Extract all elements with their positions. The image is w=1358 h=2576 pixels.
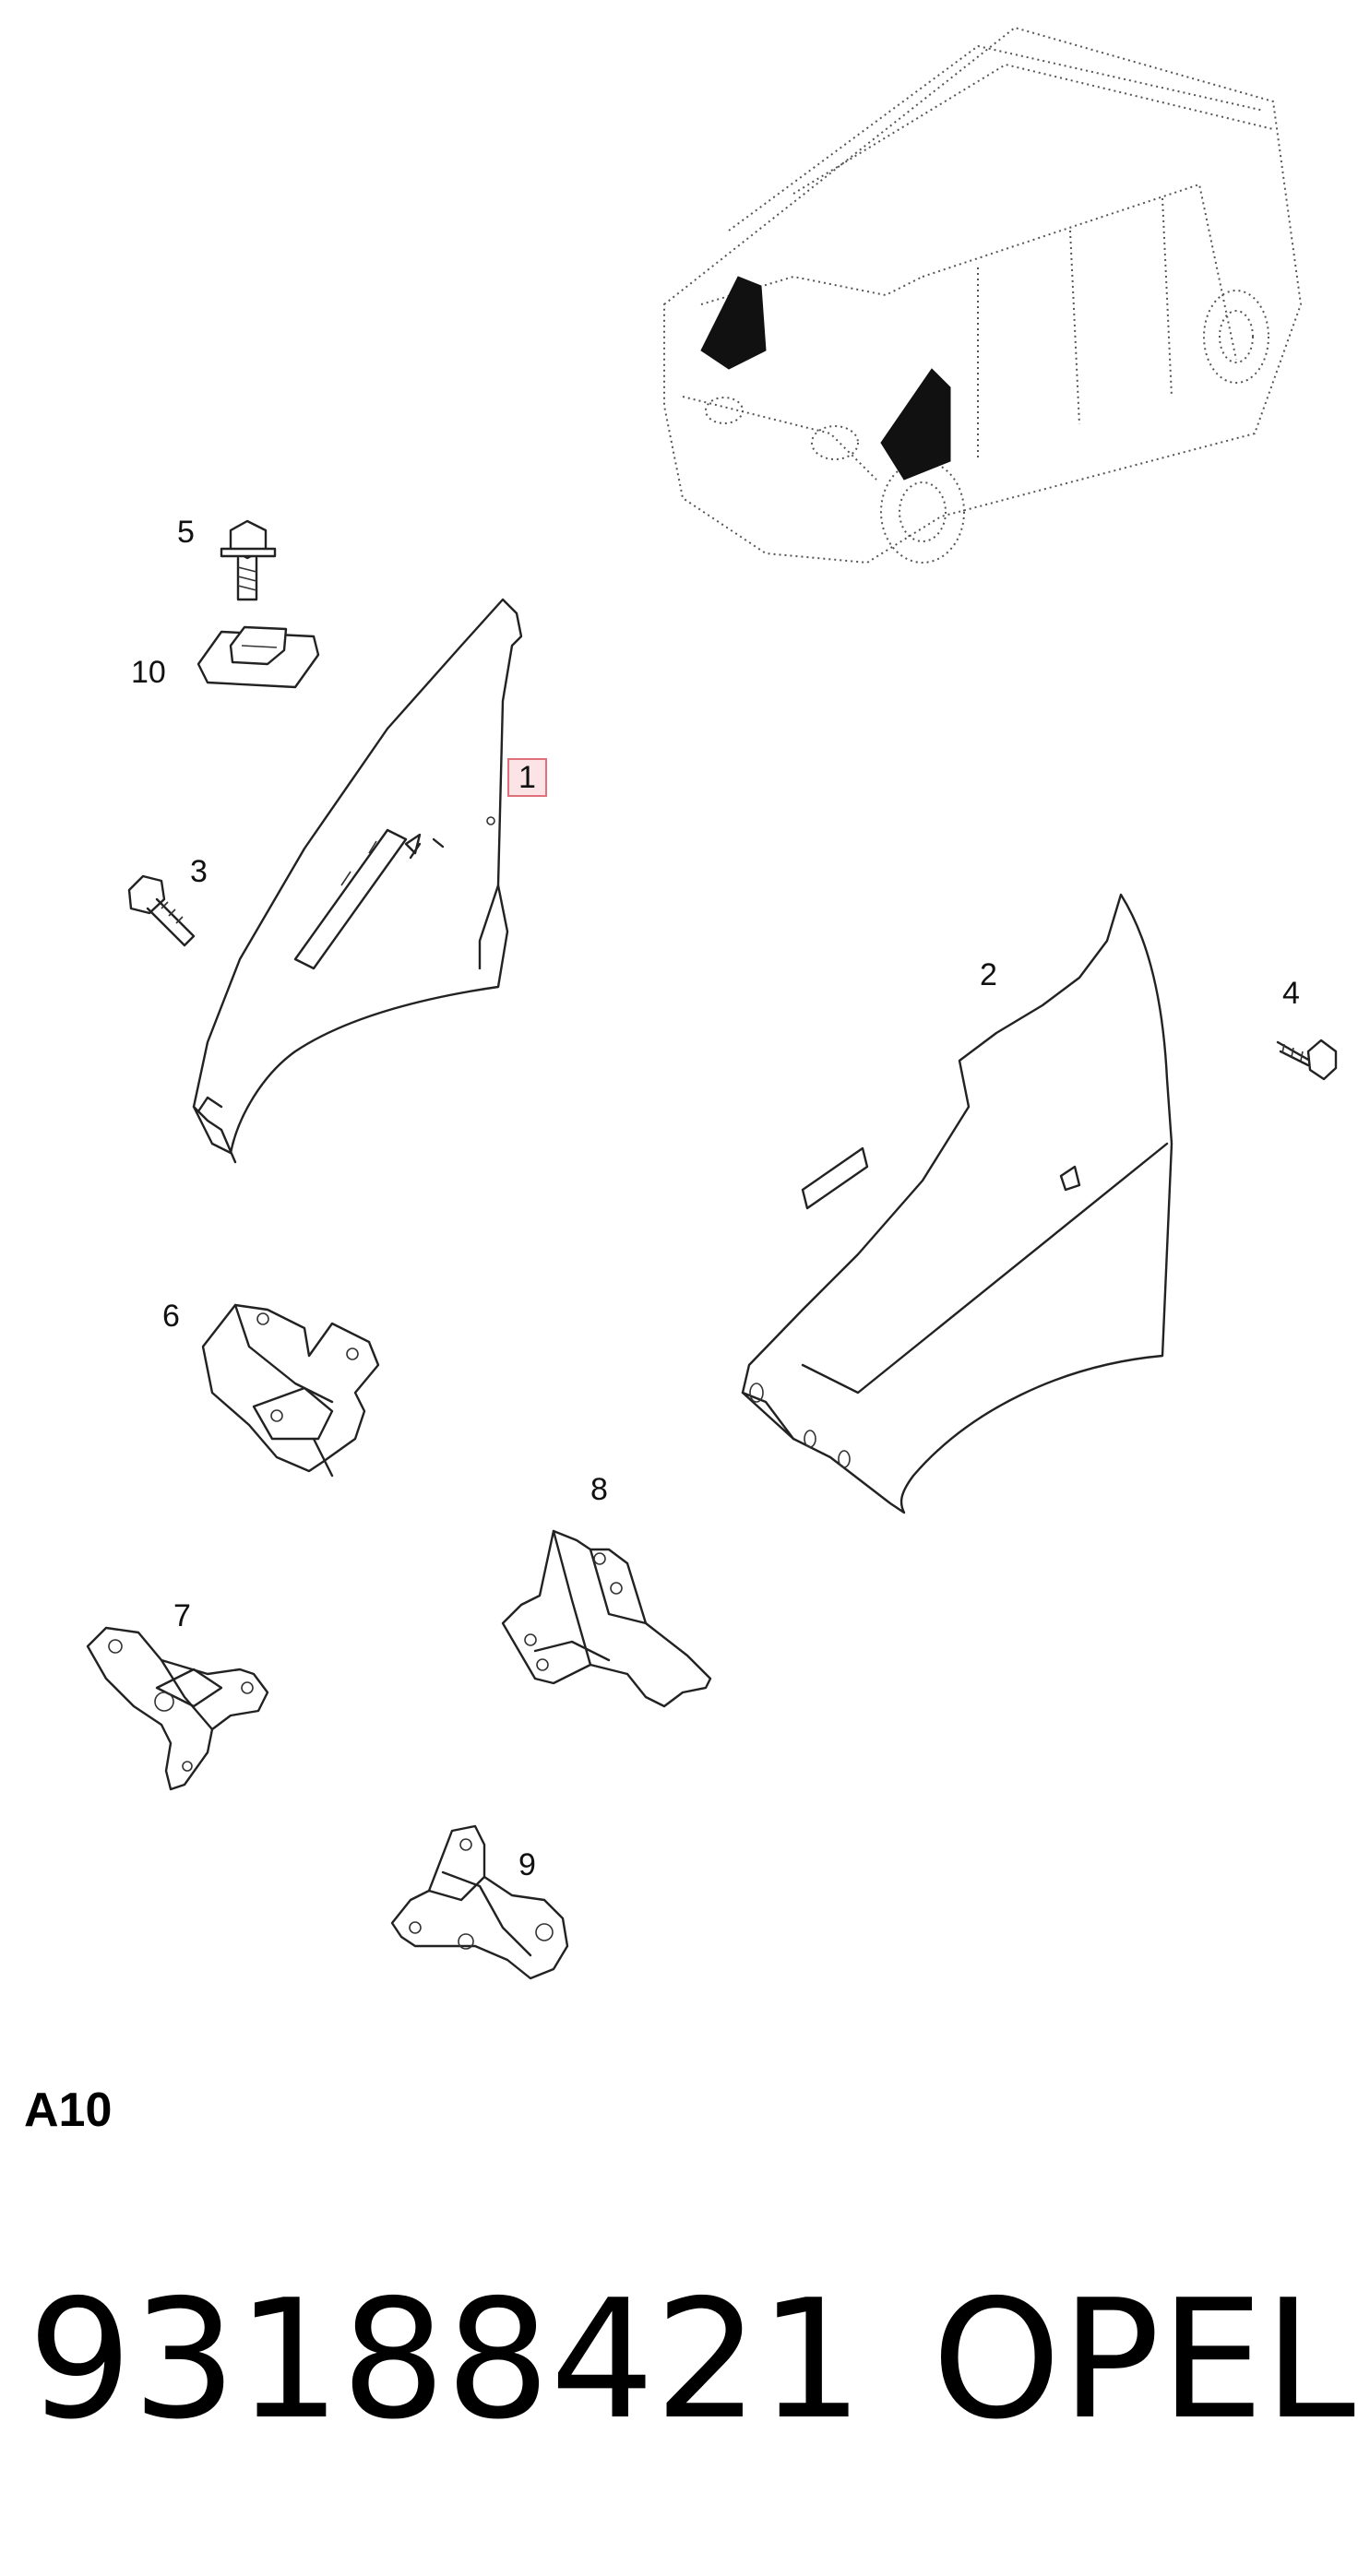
- bracket-part-7: [86, 1626, 269, 1791]
- callout-9: 9: [518, 1847, 536, 1882]
- brand-name: OPEL: [932, 2264, 1356, 2455]
- bracket-part-9: [390, 1824, 569, 1980]
- bracket-part-8: [501, 1529, 712, 1708]
- callout-2: 2: [980, 957, 997, 992]
- bolt-part-5: [220, 519, 277, 601]
- callout-6: 6: [162, 1299, 180, 1334]
- van-illustration: [663, 26, 1303, 564]
- parts-diagram: [86, 26, 1338, 1980]
- callout-1: 1: [507, 758, 547, 797]
- callout-4: 4: [1282, 976, 1300, 1011]
- fender-part-1: [192, 598, 523, 1164]
- callout-8: 8: [590, 1472, 608, 1507]
- left-fender-highlight: [700, 276, 767, 370]
- bracket-part-6: [201, 1303, 380, 1478]
- screw-part-3: [127, 874, 196, 947]
- clip-part-10: [197, 625, 320, 689]
- callout-10: 10: [131, 655, 166, 690]
- fender-part-2: [741, 893, 1173, 1514]
- screw-part-4: [1276, 1039, 1338, 1081]
- part-number: 93188421: [28, 2264, 864, 2455]
- callout-5: 5: [177, 515, 195, 550]
- callout-7: 7: [173, 1598, 191, 1633]
- callout-3: 3: [190, 854, 208, 889]
- section-code: A10: [24, 2083, 113, 2137]
- right-fender-highlight: [880, 368, 951, 481]
